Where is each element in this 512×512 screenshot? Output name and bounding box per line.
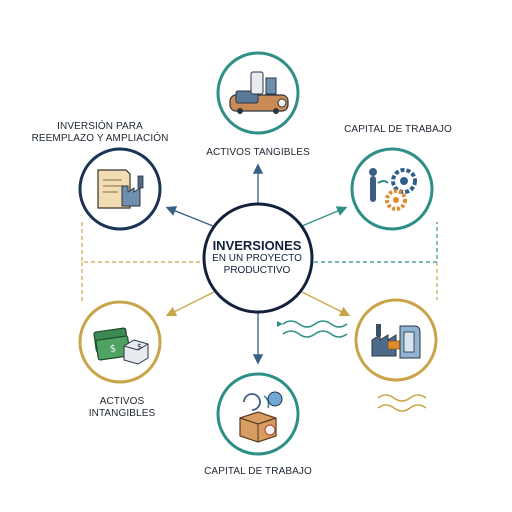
wave-gold-2 — [377, 404, 427, 412]
arrow-lower-left — [165, 291, 215, 317]
gears-hand-icon — [369, 168, 417, 211]
svg-text:$: $ — [109, 343, 117, 355]
node-produccion — [354, 298, 438, 382]
label-inversion-reemplazo: INVERSIÓN PARA REEMPLAZO Y AMPLIACIÓN — [20, 121, 180, 145]
dashed-connector-left-gold — [81, 222, 212, 263]
center-title-line3: PRODUCTIVO — [223, 265, 291, 276]
center-circle — [202, 202, 314, 314]
label-inversion-reemplazo-line2: REEMPLAZO Y AMPLIACIÓN — [31, 133, 169, 144]
center-title-line1: INVERSIONES — [212, 238, 302, 253]
node-activos-intangibles: $ $ — [78, 300, 162, 384]
label-activos-intangibles-line2: INTANGIBLES — [88, 408, 156, 419]
document-factory-icon — [97, 169, 144, 209]
label-inversion-reemplazo-line1: INVERSIÓN PARA — [57, 121, 143, 132]
node-capital-trabajo-inferior — [216, 372, 300, 456]
open-box-cycle-icon — [239, 391, 283, 443]
arrow-upper-right — [301, 206, 348, 227]
dashed-connector-right-teal — [300, 222, 438, 263]
svg-text:$: $ — [137, 342, 142, 351]
label-activos-intangibles-line1: ACTIVOS — [99, 396, 145, 407]
node-ring-upper-right — [350, 147, 434, 231]
wave-teal-2 — [282, 330, 348, 338]
wave-teal-arrowhead — [277, 321, 283, 327]
arrow-lower-right — [301, 291, 351, 317]
center-title-line2: EN UN PROYECTO — [212, 253, 302, 264]
factory-arrow-icon — [371, 324, 421, 359]
factory-machine-icon — [229, 71, 289, 114]
node-inversion-reemplazo — [78, 147, 162, 231]
node-capital-trabajo-superior — [350, 147, 434, 231]
arrows — [165, 163, 351, 365]
center-title: INVERSIONES EN UN PROYECTO PRODUCTIVO — [205, 238, 309, 277]
wave-teal-1 — [282, 320, 348, 328]
label-activos-tangibles: ACTIVOS TANGIBLES — [206, 147, 310, 158]
wave-gold-1 — [377, 394, 427, 402]
dashed-connectors — [81, 222, 438, 302]
node-activos-tangibles — [216, 51, 300, 135]
label-activos-intangibles: ACTIVOS INTANGIBLES — [72, 396, 172, 420]
money-box-icon: $ $ — [93, 327, 149, 365]
arrow-upper-left — [165, 206, 214, 227]
wave-decorations — [277, 320, 427, 412]
label-capital-trabajo-superior: CAPITAL DE TRABAJO — [344, 124, 452, 135]
label-capital-trabajo-inferior: CAPITAL DE TRABAJO — [204, 466, 312, 477]
